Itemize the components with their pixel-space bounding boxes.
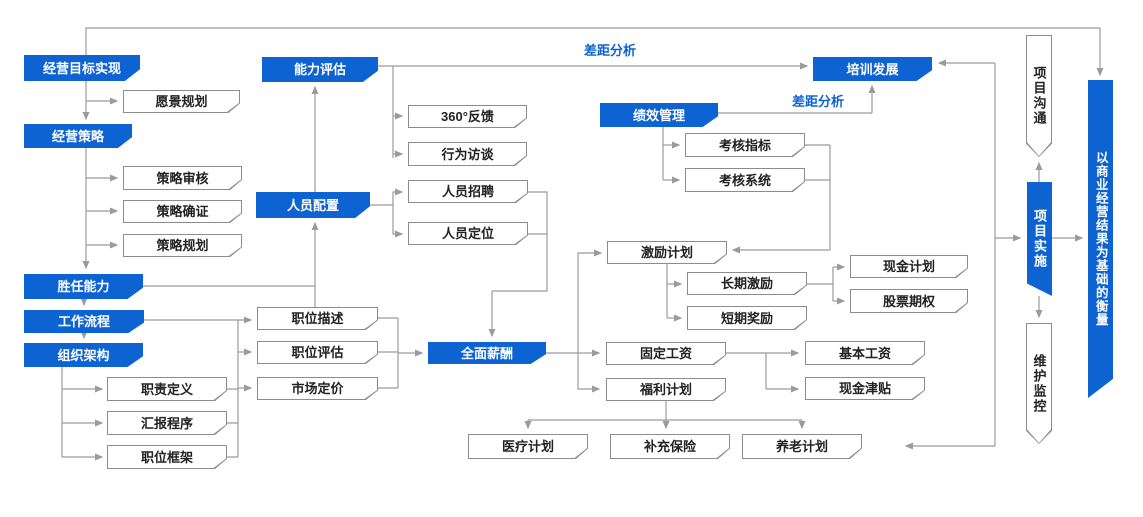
- node-strategy-confirmation: 策略确证: [123, 200, 242, 223]
- node-behavior-interview: 行为访谈: [408, 142, 527, 166]
- node-reporting-procedure: 汇报程序: [107, 411, 227, 435]
- node-long-term-incentive: 长期激励: [687, 272, 807, 295]
- node-position-framework: 职位框架: [107, 445, 227, 469]
- node-pension-plan: 养老计划: [742, 434, 862, 459]
- node-total-compensation: 全面薪酬: [428, 342, 546, 364]
- node-welfare-plan: 福利计划: [606, 378, 726, 401]
- node-cash-allowance: 现金津贴: [805, 377, 925, 400]
- node-strategy-review: 策略审核: [123, 166, 242, 190]
- node-medical-plan: 医疗计划: [468, 434, 588, 459]
- node-supplementary-insurance: 补充保险: [610, 434, 730, 459]
- node-staffing: 人员配置: [256, 192, 370, 218]
- node-assessment-system: 考核系统: [685, 168, 805, 192]
- node-strategy-planning: 策略规划: [123, 234, 242, 257]
- node-project-implementation: 项目实施: [1027, 182, 1052, 296]
- node-job-evaluation: 职位评估: [257, 341, 378, 364]
- node-short-term-reward: 短期奖励: [687, 306, 807, 330]
- node-360-feedback: 360°反馈: [408, 105, 527, 128]
- node-project-communication: 项目沟通: [1026, 35, 1052, 157]
- node-personnel-positioning: 人员定位: [408, 222, 528, 245]
- node-workflow: 工作流程: [24, 310, 144, 333]
- node-base-salary: 基本工资: [805, 341, 925, 365]
- node-business-strategy: 经营策略: [24, 124, 132, 148]
- node-duty-definition: 职责定义: [107, 377, 227, 401]
- node-maintenance-monitoring: 维护监控: [1026, 323, 1052, 444]
- node-stock-options: 股票期权: [850, 289, 968, 313]
- node-ability-evaluation: 能力评估: [262, 57, 378, 82]
- node-fixed-salary: 固定工资: [606, 342, 726, 365]
- node-vision-planning: 愿景规划: [123, 90, 240, 113]
- node-performance-management: 绩效管理: [600, 103, 718, 127]
- node-recruitment: 人员招聘: [408, 180, 528, 203]
- node-assessment-indicators: 考核指标: [685, 133, 805, 157]
- node-market-pricing: 市场定价: [257, 377, 378, 400]
- label-gap-analysis-mid: 差距分析: [791, 94, 844, 109]
- connector-lines: [61, 27, 1100, 458]
- label-gap-analysis-top: 差距分析: [583, 43, 636, 58]
- node-competency: 胜任能力: [24, 274, 143, 299]
- node-business-result-measurement: 以商业经营结果为基础的衡量: [1088, 80, 1113, 398]
- node-org-structure: 组织架构: [24, 343, 143, 367]
- node-incentive-plan: 激励计划: [607, 241, 727, 264]
- node-business-goal: 经营目标实现: [24, 55, 140, 81]
- node-cash-plan: 现金计划: [850, 255, 968, 278]
- node-training-development: 培训发展: [813, 57, 932, 81]
- node-job-description: 职位描述: [257, 307, 378, 330]
